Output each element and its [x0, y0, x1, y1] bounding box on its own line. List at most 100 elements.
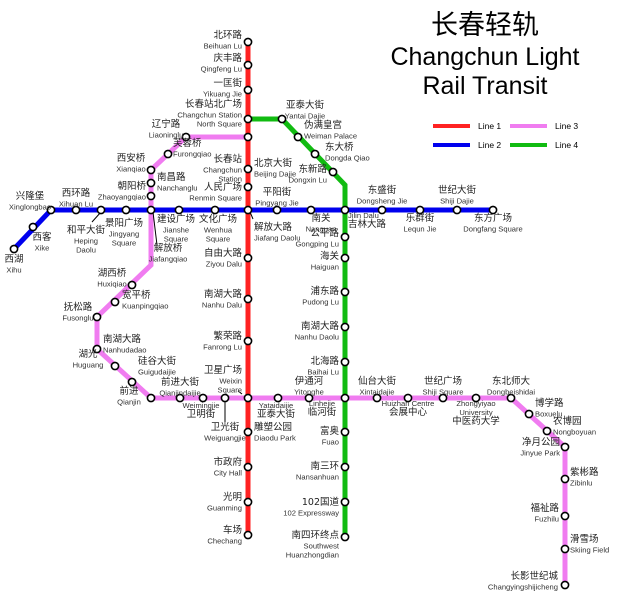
station-marker[interactable] — [181, 132, 191, 142]
station-marker[interactable] — [542, 426, 552, 436]
station-marker[interactable] — [304, 393, 314, 403]
station-marker[interactable] — [328, 167, 338, 177]
station-marker[interactable] — [560, 511, 570, 521]
station-marker[interactable] — [306, 205, 316, 215]
station-marker[interactable] — [524, 409, 534, 419]
station-marker[interactable] — [506, 393, 516, 403]
station-marker[interactable] — [471, 393, 481, 403]
station-marker[interactable] — [243, 530, 253, 540]
station-marker[interactable] — [92, 312, 102, 322]
station-marker[interactable] — [146, 191, 156, 201]
station-marker[interactable] — [243, 182, 253, 192]
station-marker[interactable] — [403, 393, 413, 403]
station-marker[interactable] — [243, 114, 253, 124]
station-marker[interactable] — [243, 205, 253, 215]
station-marker[interactable] — [560, 580, 570, 590]
station-marker[interactable] — [243, 60, 253, 70]
station-marker[interactable] — [243, 132, 253, 142]
station-marker[interactable] — [9, 244, 19, 254]
station-marker[interactable] — [243, 497, 253, 507]
station-marker[interactable] — [243, 462, 253, 472]
station-marker[interactable] — [146, 165, 156, 175]
station-marker[interactable] — [340, 357, 350, 367]
station-marker[interactable] — [340, 393, 350, 403]
station-marker[interactable] — [340, 253, 350, 263]
station-marker[interactable] — [163, 149, 173, 159]
station-marker[interactable] — [560, 474, 570, 484]
station-marker[interactable] — [340, 462, 350, 472]
station-marker[interactable] — [92, 344, 102, 354]
station-marker[interactable] — [220, 393, 230, 403]
station-marker[interactable] — [28, 222, 38, 232]
station-marker[interactable] — [272, 205, 282, 215]
station-marker[interactable] — [243, 393, 253, 403]
station-marker[interactable] — [127, 377, 137, 387]
station-marker[interactable] — [243, 253, 253, 263]
station-marker[interactable] — [110, 361, 120, 371]
station-marker[interactable] — [110, 297, 120, 307]
station-marker[interactable] — [96, 205, 106, 215]
station-marker[interactable] — [210, 205, 220, 215]
station-marker[interactable] — [71, 205, 81, 215]
station-marker[interactable] — [293, 132, 303, 142]
station-marker[interactable] — [273, 393, 283, 403]
station-marker[interactable] — [243, 427, 253, 437]
station-marker[interactable] — [377, 205, 387, 215]
station-marker[interactable] — [174, 205, 184, 215]
station-marker[interactable] — [243, 37, 253, 47]
station-marker[interactable] — [340, 427, 350, 437]
station-marker[interactable] — [340, 322, 350, 332]
station-marker[interactable] — [121, 205, 131, 215]
station-marker[interactable] — [310, 149, 320, 159]
station-marker[interactable] — [438, 393, 448, 403]
station-marker[interactable] — [560, 544, 570, 554]
